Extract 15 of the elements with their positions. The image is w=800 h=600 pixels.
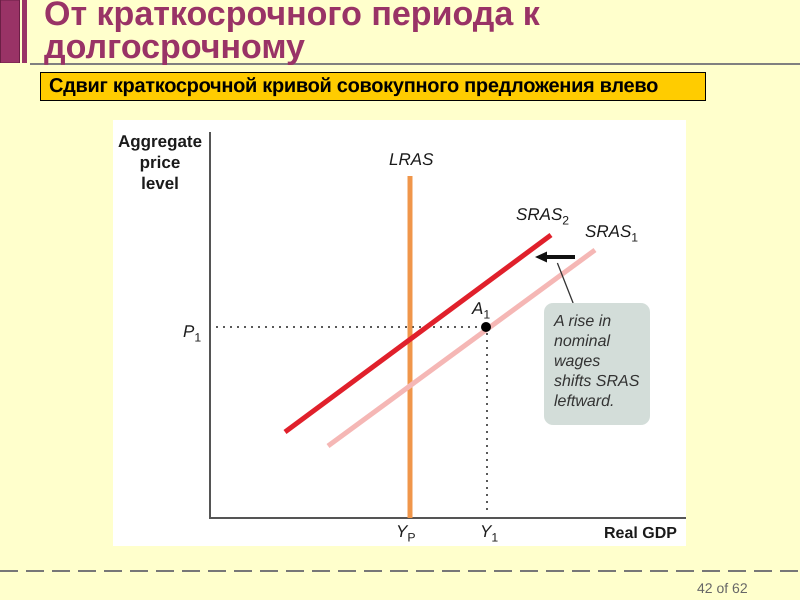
- axis-tick-label: Y$_{P}$: [396, 522, 416, 545]
- axis-tick-label: Y$_{1}$: [480, 522, 498, 545]
- page-number: 42 of 62: [697, 580, 748, 597]
- axis-tick-label: P$_{1}$: [183, 322, 202, 345]
- slide-title: От краткосрочного периода к долгосрочному: [44, 0, 541, 64]
- curve-label: LRAS: [389, 150, 434, 170]
- axis-title: Aggregate price level: [116, 131, 204, 194]
- axis-title: Real GDP: [604, 524, 677, 544]
- note-callout: A rise in nominal wages shifts SRAS leftward.: [544, 303, 650, 425]
- subtitle-banner: Сдвиг краткосрочной кривой совокупного предложения влево: [40, 72, 706, 101]
- curve-label: SRAS$_{2}$: [516, 205, 570, 228]
- point-label: A$_{1}$: [472, 299, 490, 322]
- leader-line: [556, 262, 574, 304]
- curve-label: SRAS$_{1}$: [585, 222, 638, 245]
- shift-arrow: [535, 251, 575, 263]
